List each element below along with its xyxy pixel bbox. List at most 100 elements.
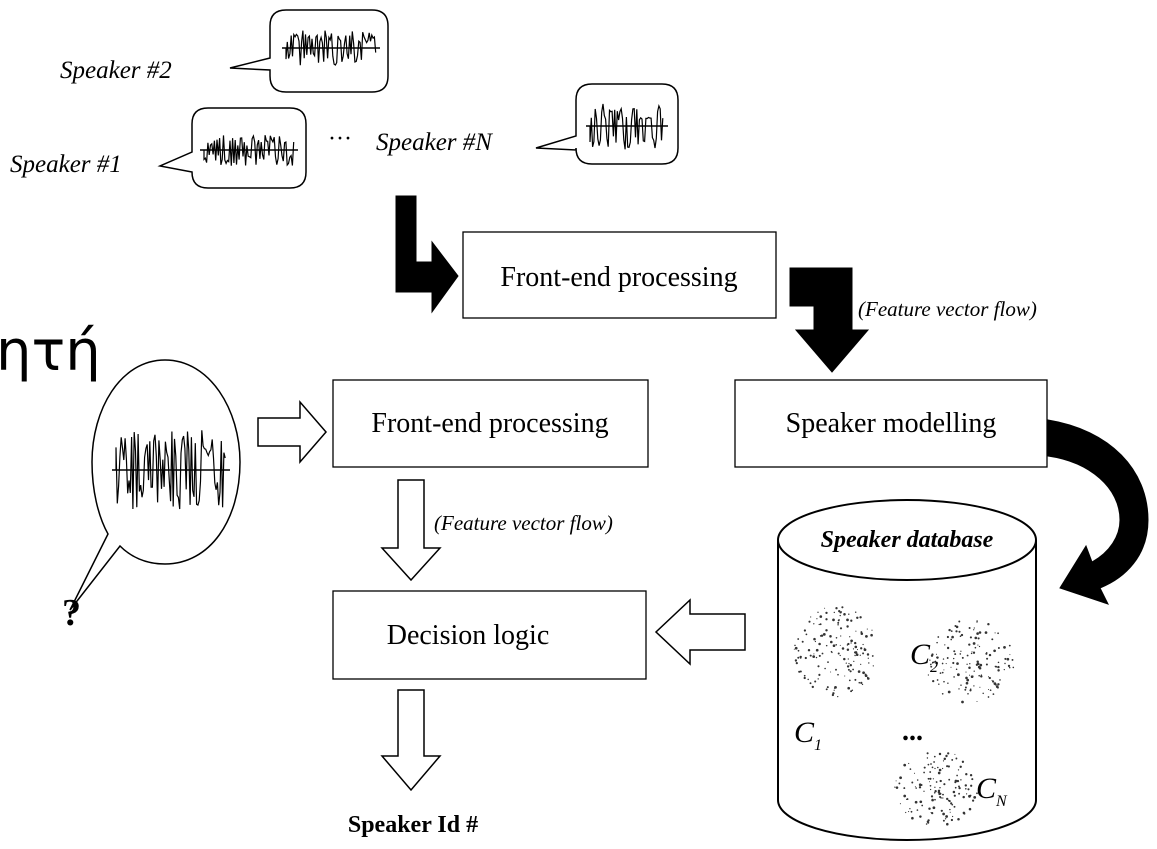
feature-point — [932, 679, 935, 683]
feature-point — [958, 785, 960, 788]
feature-point — [866, 636, 868, 637]
feature-point — [988, 653, 992, 657]
feature-point — [930, 763, 932, 765]
feature-point — [987, 688, 990, 691]
feature-point — [973, 629, 975, 631]
feature-point — [899, 803, 901, 805]
feature-point — [937, 766, 939, 769]
feature-point — [959, 765, 962, 768]
speakers-ellipsis: ··· — [328, 126, 352, 152]
feature-point — [935, 661, 938, 665]
feature-point — [809, 682, 812, 685]
feature-point — [953, 676, 955, 678]
feature-point — [804, 656, 807, 660]
feature-point — [832, 618, 835, 622]
feature-point — [976, 632, 979, 635]
feature-point — [951, 758, 954, 761]
feature-point — [837, 621, 840, 624]
feature-point — [933, 761, 936, 763]
feature-point — [942, 819, 945, 822]
feature-point — [955, 757, 958, 760]
feature-point — [1008, 666, 1011, 669]
feature-point — [938, 752, 942, 756]
feature-point — [840, 611, 843, 613]
feature-point — [799, 670, 802, 673]
feature-point — [947, 765, 950, 768]
feature-point — [872, 665, 874, 667]
feature-point — [923, 766, 926, 769]
feature-point — [949, 808, 951, 811]
feature-point — [840, 635, 842, 637]
feature-point — [946, 822, 949, 826]
feature-point — [942, 658, 945, 660]
feature-point — [965, 773, 968, 776]
feature-point — [866, 628, 868, 630]
feature-point — [954, 753, 956, 755]
feature-point — [978, 674, 980, 677]
feature-point — [856, 616, 859, 620]
feature-point — [853, 660, 855, 663]
speaker-n-label: Speaker #N — [376, 129, 493, 156]
feature-point — [818, 623, 820, 626]
feature-point — [797, 656, 800, 659]
feature-point — [961, 656, 964, 659]
feature-point — [941, 767, 944, 770]
feature-point — [977, 637, 980, 640]
feature-point — [839, 654, 841, 657]
feature-point — [959, 635, 962, 638]
feature-point — [849, 670, 852, 673]
feature-point — [934, 798, 936, 801]
feature-point — [950, 802, 953, 805]
training-feature-flow-label: (Feature vector flow) — [858, 297, 1037, 321]
cluster-label-c1: C1 — [794, 716, 822, 754]
feature-point — [860, 681, 863, 685]
feature-point — [965, 793, 968, 795]
feature-point — [793, 648, 795, 650]
feature-point — [1004, 657, 1007, 660]
feature-point — [854, 651, 858, 654]
feature-point — [811, 685, 814, 689]
feature-point — [850, 619, 853, 622]
feature-point — [975, 663, 979, 666]
feature-point — [936, 679, 939, 681]
unknown-speaker-mark: ? — [62, 592, 81, 634]
feature-point — [968, 643, 971, 646]
feature-point — [957, 769, 960, 771]
feature-point — [931, 766, 934, 769]
identification-front-end-box — [332, 379, 649, 468]
feature-point — [803, 629, 807, 632]
feature-point — [926, 752, 929, 755]
feature-point — [925, 823, 928, 825]
feature-point — [960, 633, 964, 637]
feature-point — [972, 642, 976, 645]
feature-point — [991, 638, 994, 641]
feature-point — [966, 654, 969, 657]
feature-point — [939, 795, 942, 799]
feature-point — [952, 790, 956, 794]
feature-point — [956, 779, 960, 783]
feature-point — [955, 668, 958, 671]
feature-point — [970, 784, 973, 787]
feature-point — [847, 658, 849, 660]
feature-point — [830, 671, 832, 673]
feature-point — [931, 811, 934, 815]
feature-point — [964, 784, 968, 787]
feature-point — [817, 678, 819, 680]
feature-point — [965, 788, 967, 790]
feature-point — [899, 776, 902, 780]
feature-point — [848, 679, 851, 682]
feature-point — [850, 642, 852, 644]
feature-point — [934, 660, 937, 663]
feature-point — [939, 786, 941, 789]
feature-point — [815, 656, 818, 659]
feature-point — [1007, 664, 1011, 668]
feature-point — [810, 616, 812, 618]
feature-point — [921, 804, 924, 807]
feature-point — [859, 616, 862, 619]
feature-point — [801, 640, 804, 643]
feature-point — [951, 803, 954, 806]
feature-point — [1012, 666, 1015, 669]
feature-point — [991, 679, 993, 681]
waveform-icon — [112, 430, 230, 510]
feature-point — [960, 779, 962, 781]
